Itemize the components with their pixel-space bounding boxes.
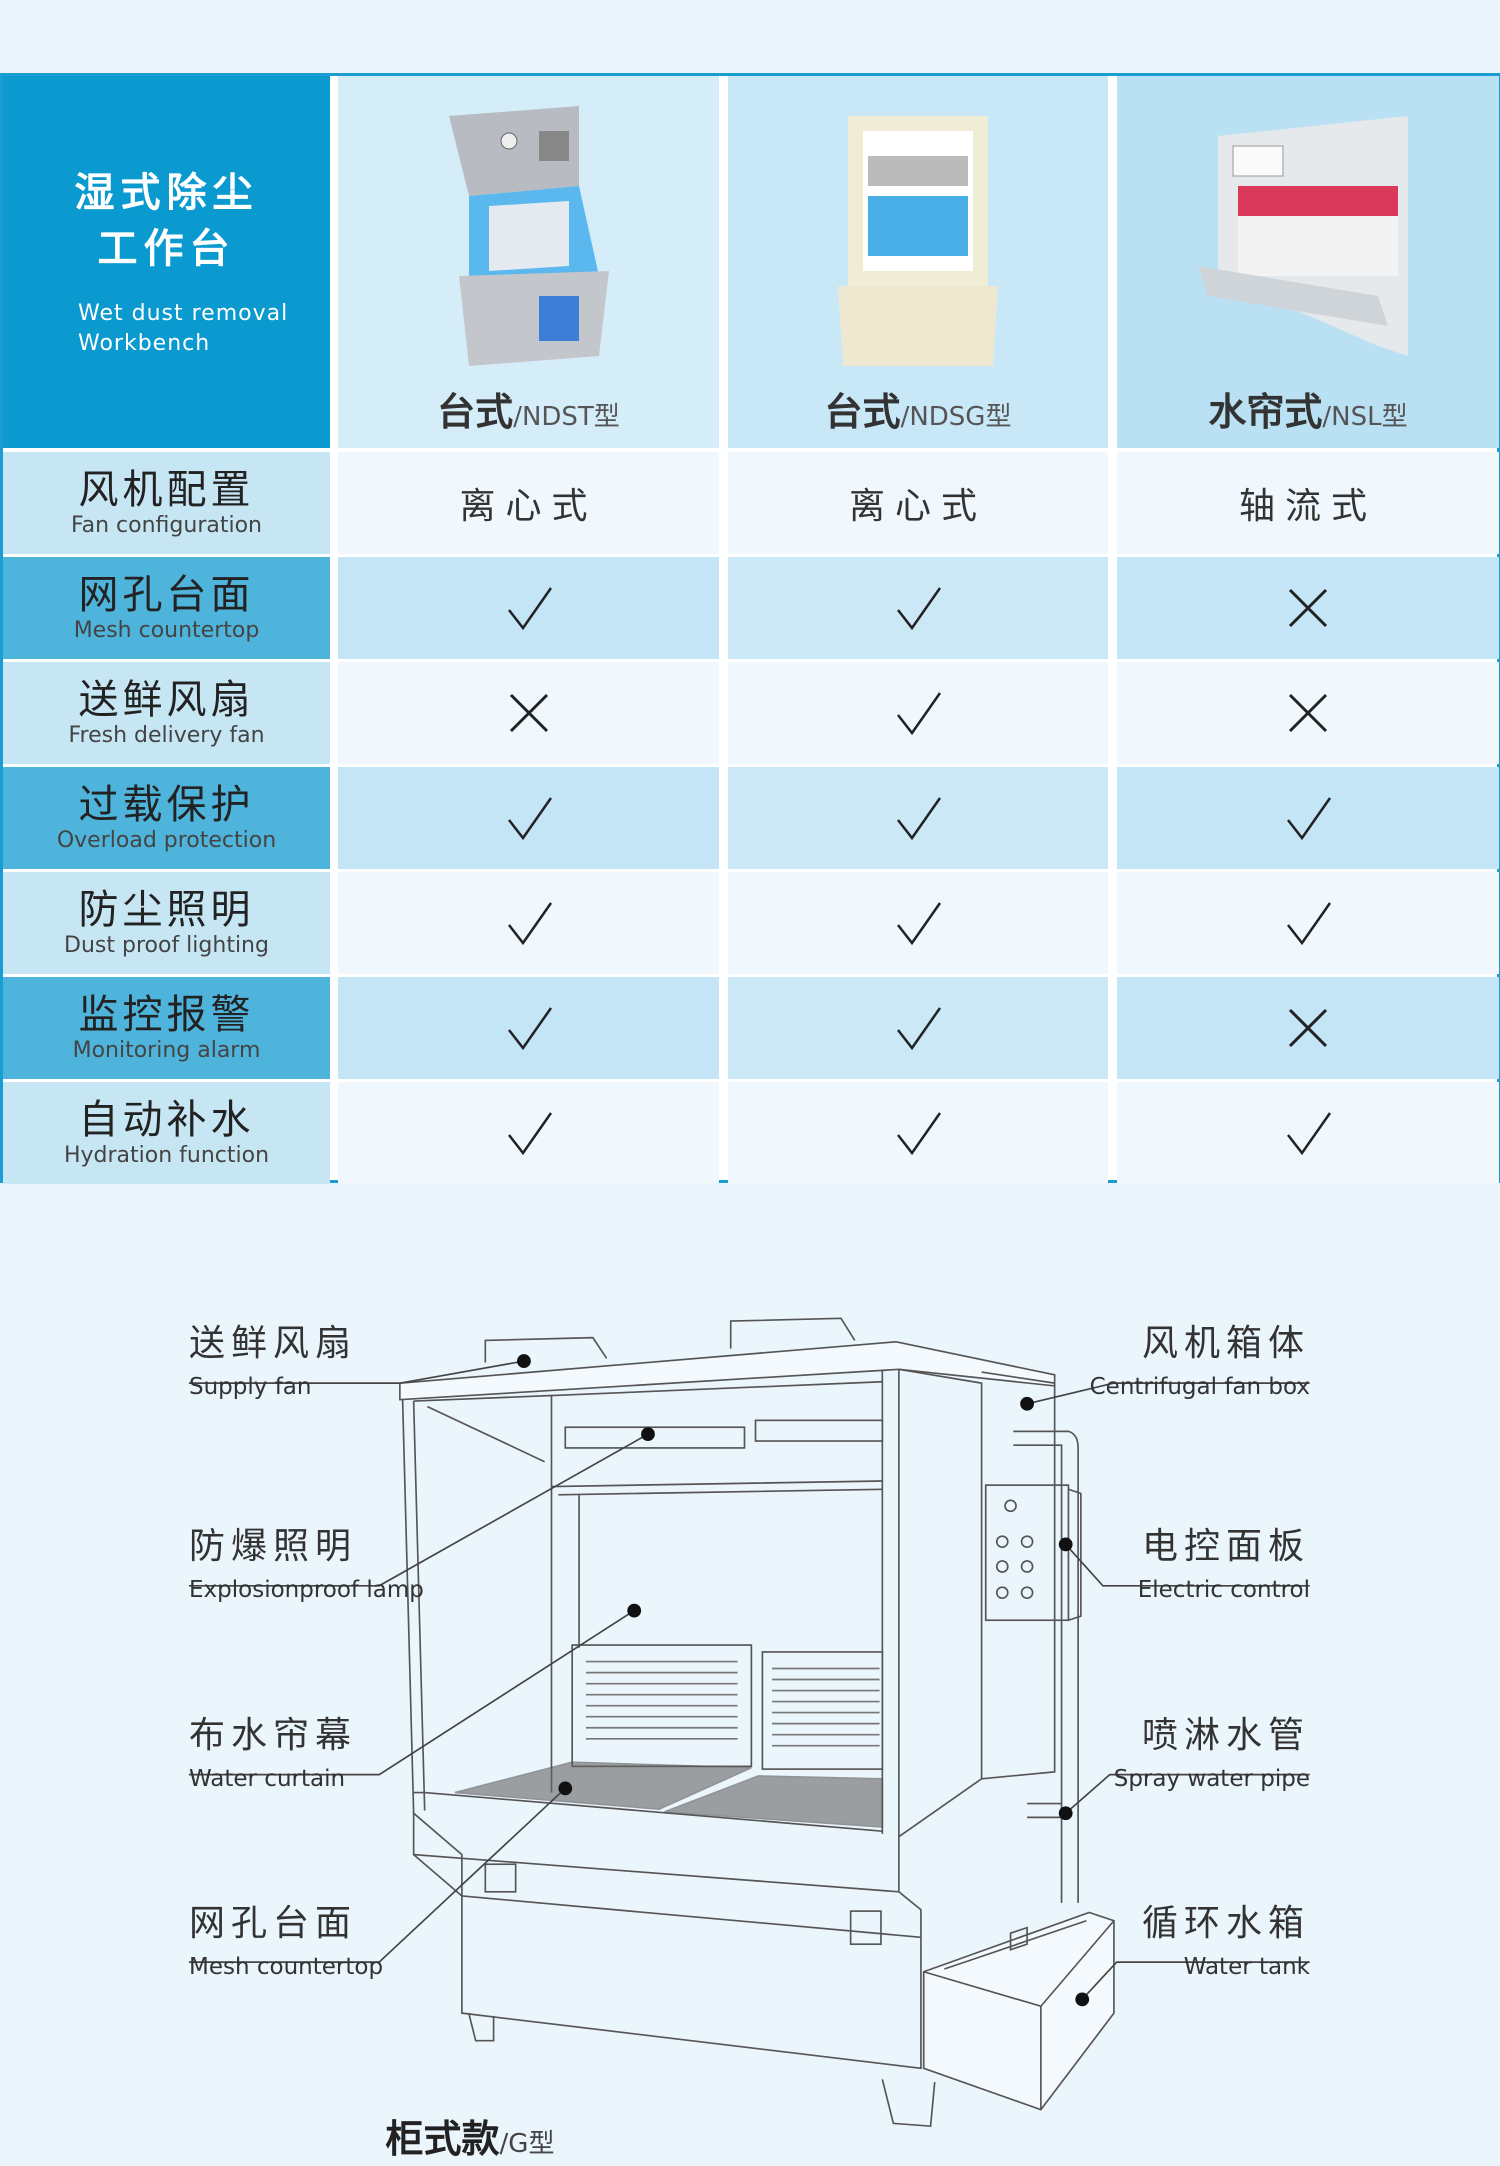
check-icon [728,872,1108,974]
cross-icon [338,662,719,764]
label-cn: 循环水箱 [1141,1903,1310,1944]
product-model: /NDSG型 [900,402,1012,432]
row-label-cn: 网孔台面 [78,572,255,618]
check-icon [1117,767,1499,869]
row-label-cn: 送鲜风扇 [78,677,255,723]
label-en: Explosionproof lamp [189,1577,424,1603]
product-photo [1178,96,1438,380]
row-label: 网孔台面 Mesh countertop [3,557,330,659]
product-header-2: 台式/NDSG型 [728,76,1108,448]
cabinet-diagram: 送鲜风扇 Supply fan 防爆照明 Explosionproof lamp 布… [0,1186,1500,2162]
label-water-curtain: 布水帘幕 Water curtain [189,1714,357,1794]
row-label-cn: 自动补水 [78,1097,255,1143]
product-header-1: 台式/NDST型 [338,76,719,448]
product-name: 台式 [437,390,514,434]
row-value: 离心式 [728,452,1108,554]
row-value: 离心式 [338,452,719,554]
label-en: Centrifugal fan box [1089,1374,1310,1400]
check-icon [338,767,719,869]
label-water-tank: 循环水箱 Water tank [1142,1902,1310,1982]
row-label-cn: 监控报警 [78,992,255,1038]
check-icon [728,557,1108,659]
label-supply-fan: 送鲜风扇 Supply fan [189,1322,357,1402]
label-cn: 电控面板 [1141,1526,1310,1567]
product-header-3: 水帘式/NSL型 [1117,76,1499,448]
label-cn: 网孔台面 [189,1903,358,1944]
product-name: 台式 [824,390,901,434]
row-label-cn: 过载保护 [78,782,255,828]
diagram-model-text: /G型 [499,2129,555,2159]
row-label: 防尘照明 Dust proof lighting [3,872,330,974]
label-en: Supply fan [189,1374,312,1400]
label-cn: 喷淋水管 [1141,1715,1310,1756]
product-photo [429,96,629,380]
subtitle-line-1: Wet dust removal [78,301,289,326]
check-icon [338,872,719,974]
label-fan-box: 风机箱体 Centrifugal fan box [1090,1322,1310,1402]
row-label-en: Mesh countertop [73,618,260,643]
label-cn: 风机箱体 [1141,1323,1310,1364]
check-icon [1117,872,1499,974]
diagram-title: 柜式款/G型 [0,2108,1220,2163]
row-label-en: Overload protection [56,828,277,853]
cross-icon [1117,662,1499,764]
label-en: Water tank [1183,1954,1310,1980]
check-icon [728,1082,1108,1184]
check-icon [728,662,1108,764]
row-label-en: Fresh delivery fan [68,723,265,748]
title-line-1: 湿式除尘 [74,170,259,216]
label-electric-control: 电控面板 Electric control [1138,1525,1310,1605]
row-label-cn: 防尘照明 [78,887,255,933]
subtitle-line-2: Workbench [78,331,211,356]
label-en: Electric control [1137,1577,1310,1603]
check-icon [1117,1082,1499,1184]
check-icon [338,1082,719,1184]
row-label-cn: 风机配置 [78,467,255,513]
label-explosionproof-lamp: 防爆照明 Explosionproof lamp [189,1525,424,1605]
check-icon [728,977,1108,1079]
product-model: /NDST型 [513,402,620,432]
product-name: 水帘式 [1208,390,1323,434]
row-label: 自动补水 Hydration function [3,1082,330,1184]
table-title-cell: 湿式除尘 工作台 Wet dust removal Workbench [3,76,330,448]
row-label-en: Fan configuration [71,513,262,538]
row-label-en: Dust proof lighting [64,933,269,958]
row-label: 过载保护 Overload protection [3,767,330,869]
label-en: Mesh countertop [189,1954,384,1980]
row-label-en: Monitoring alarm [72,1038,261,1063]
title-line-2: 工作台 [97,226,236,272]
label-cn: 送鲜风扇 [189,1323,358,1364]
cabinet-line-drawing [188,1317,1310,2128]
label-en: Spray water pipe [1113,1766,1310,1792]
row-label: 送鲜风扇 Fresh delivery fan [3,662,330,764]
row-label: 监控报警 Monitoring alarm [3,977,330,1079]
cross-icon [1117,977,1499,1079]
row-value: 轴流式 [1117,452,1499,554]
product-model: /NSL型 [1322,402,1408,432]
diagram-title-text: 柜式款 [385,2117,500,2161]
row-label-en: Hydration function [63,1143,270,1168]
label-cn: 防爆照明 [189,1526,358,1567]
label-spray-pipe: 喷淋水管 Spray water pipe [1114,1714,1310,1794]
check-icon [338,977,719,1079]
label-mesh-countertop: 网孔台面 Mesh countertop [189,1902,383,1982]
label-en: Water curtain [189,1766,346,1792]
cross-icon [1117,557,1499,659]
label-cn: 布水帘幕 [189,1715,358,1756]
row-label: 风机配置 Fan configuration [3,452,330,554]
comparison-table: 湿式除尘 工作台 Wet dust removal Workbench 台式/N… [0,73,1500,1184]
product-photo [818,96,1018,380]
check-icon [728,767,1108,869]
check-icon [338,557,719,659]
